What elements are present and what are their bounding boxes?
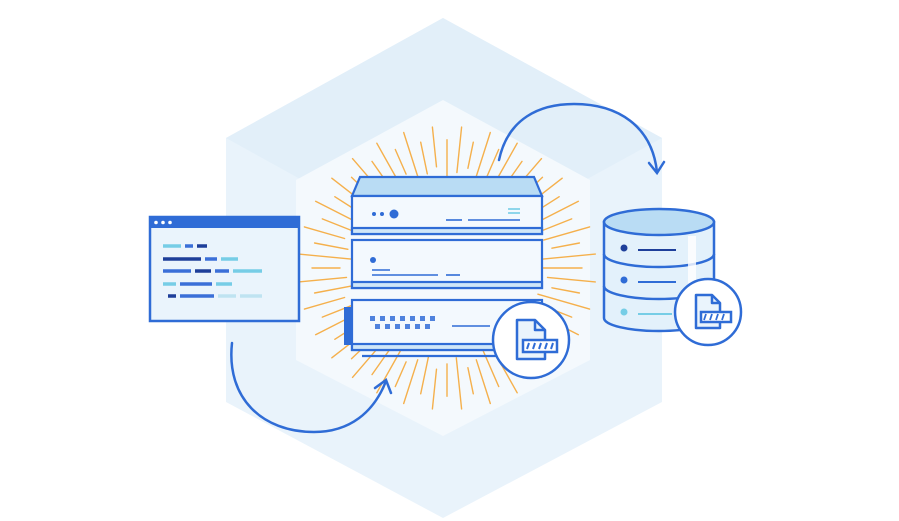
code-lines [163,244,262,298]
server-unit [350,238,544,290]
glow-ray [431,126,438,168]
glow-ray [420,141,428,175]
server-lid [350,175,544,198]
database-icon [602,207,716,333]
glow-ray [420,355,430,395]
glow-ray [403,131,421,183]
glow-ray [313,242,349,251]
glow-ray [313,284,355,294]
glow-ray [551,242,581,249]
glow-ray [403,359,419,405]
glow-ray [455,357,463,410]
glow-ray [321,304,355,318]
glow-ray [537,293,591,310]
glow-ray [351,345,380,379]
glow-ray [303,226,346,240]
glow-ray [467,141,474,170]
glow-ray [540,200,580,221]
glow-ray [298,253,354,260]
window-dot [168,220,172,225]
glow-ray [394,361,407,388]
glow-ray [485,148,500,181]
glow-ray [540,253,596,260]
arrow-icon [497,102,666,176]
glow-ray [456,126,463,174]
glow-ray [314,200,359,224]
glow-ray [467,367,474,395]
window-dot [154,220,158,225]
glow-ray [543,226,591,241]
glow-ray [496,142,518,180]
window-dot [161,220,165,225]
glow-ray [546,276,596,283]
glow-ray [303,296,346,310]
glow-ray [551,287,581,294]
document-icon [491,300,571,380]
document-icon [673,277,743,347]
arrow-icon [230,341,393,434]
browser-window-icon [148,215,301,323]
server-pattern [370,316,435,329]
glow-ray [482,350,500,388]
glow-ray [394,148,407,175]
glow-ray [298,276,348,283]
glow-ray [475,359,491,405]
glow-ray [431,368,438,410]
glow-ray [473,131,491,183]
glow-ray [371,347,392,376]
